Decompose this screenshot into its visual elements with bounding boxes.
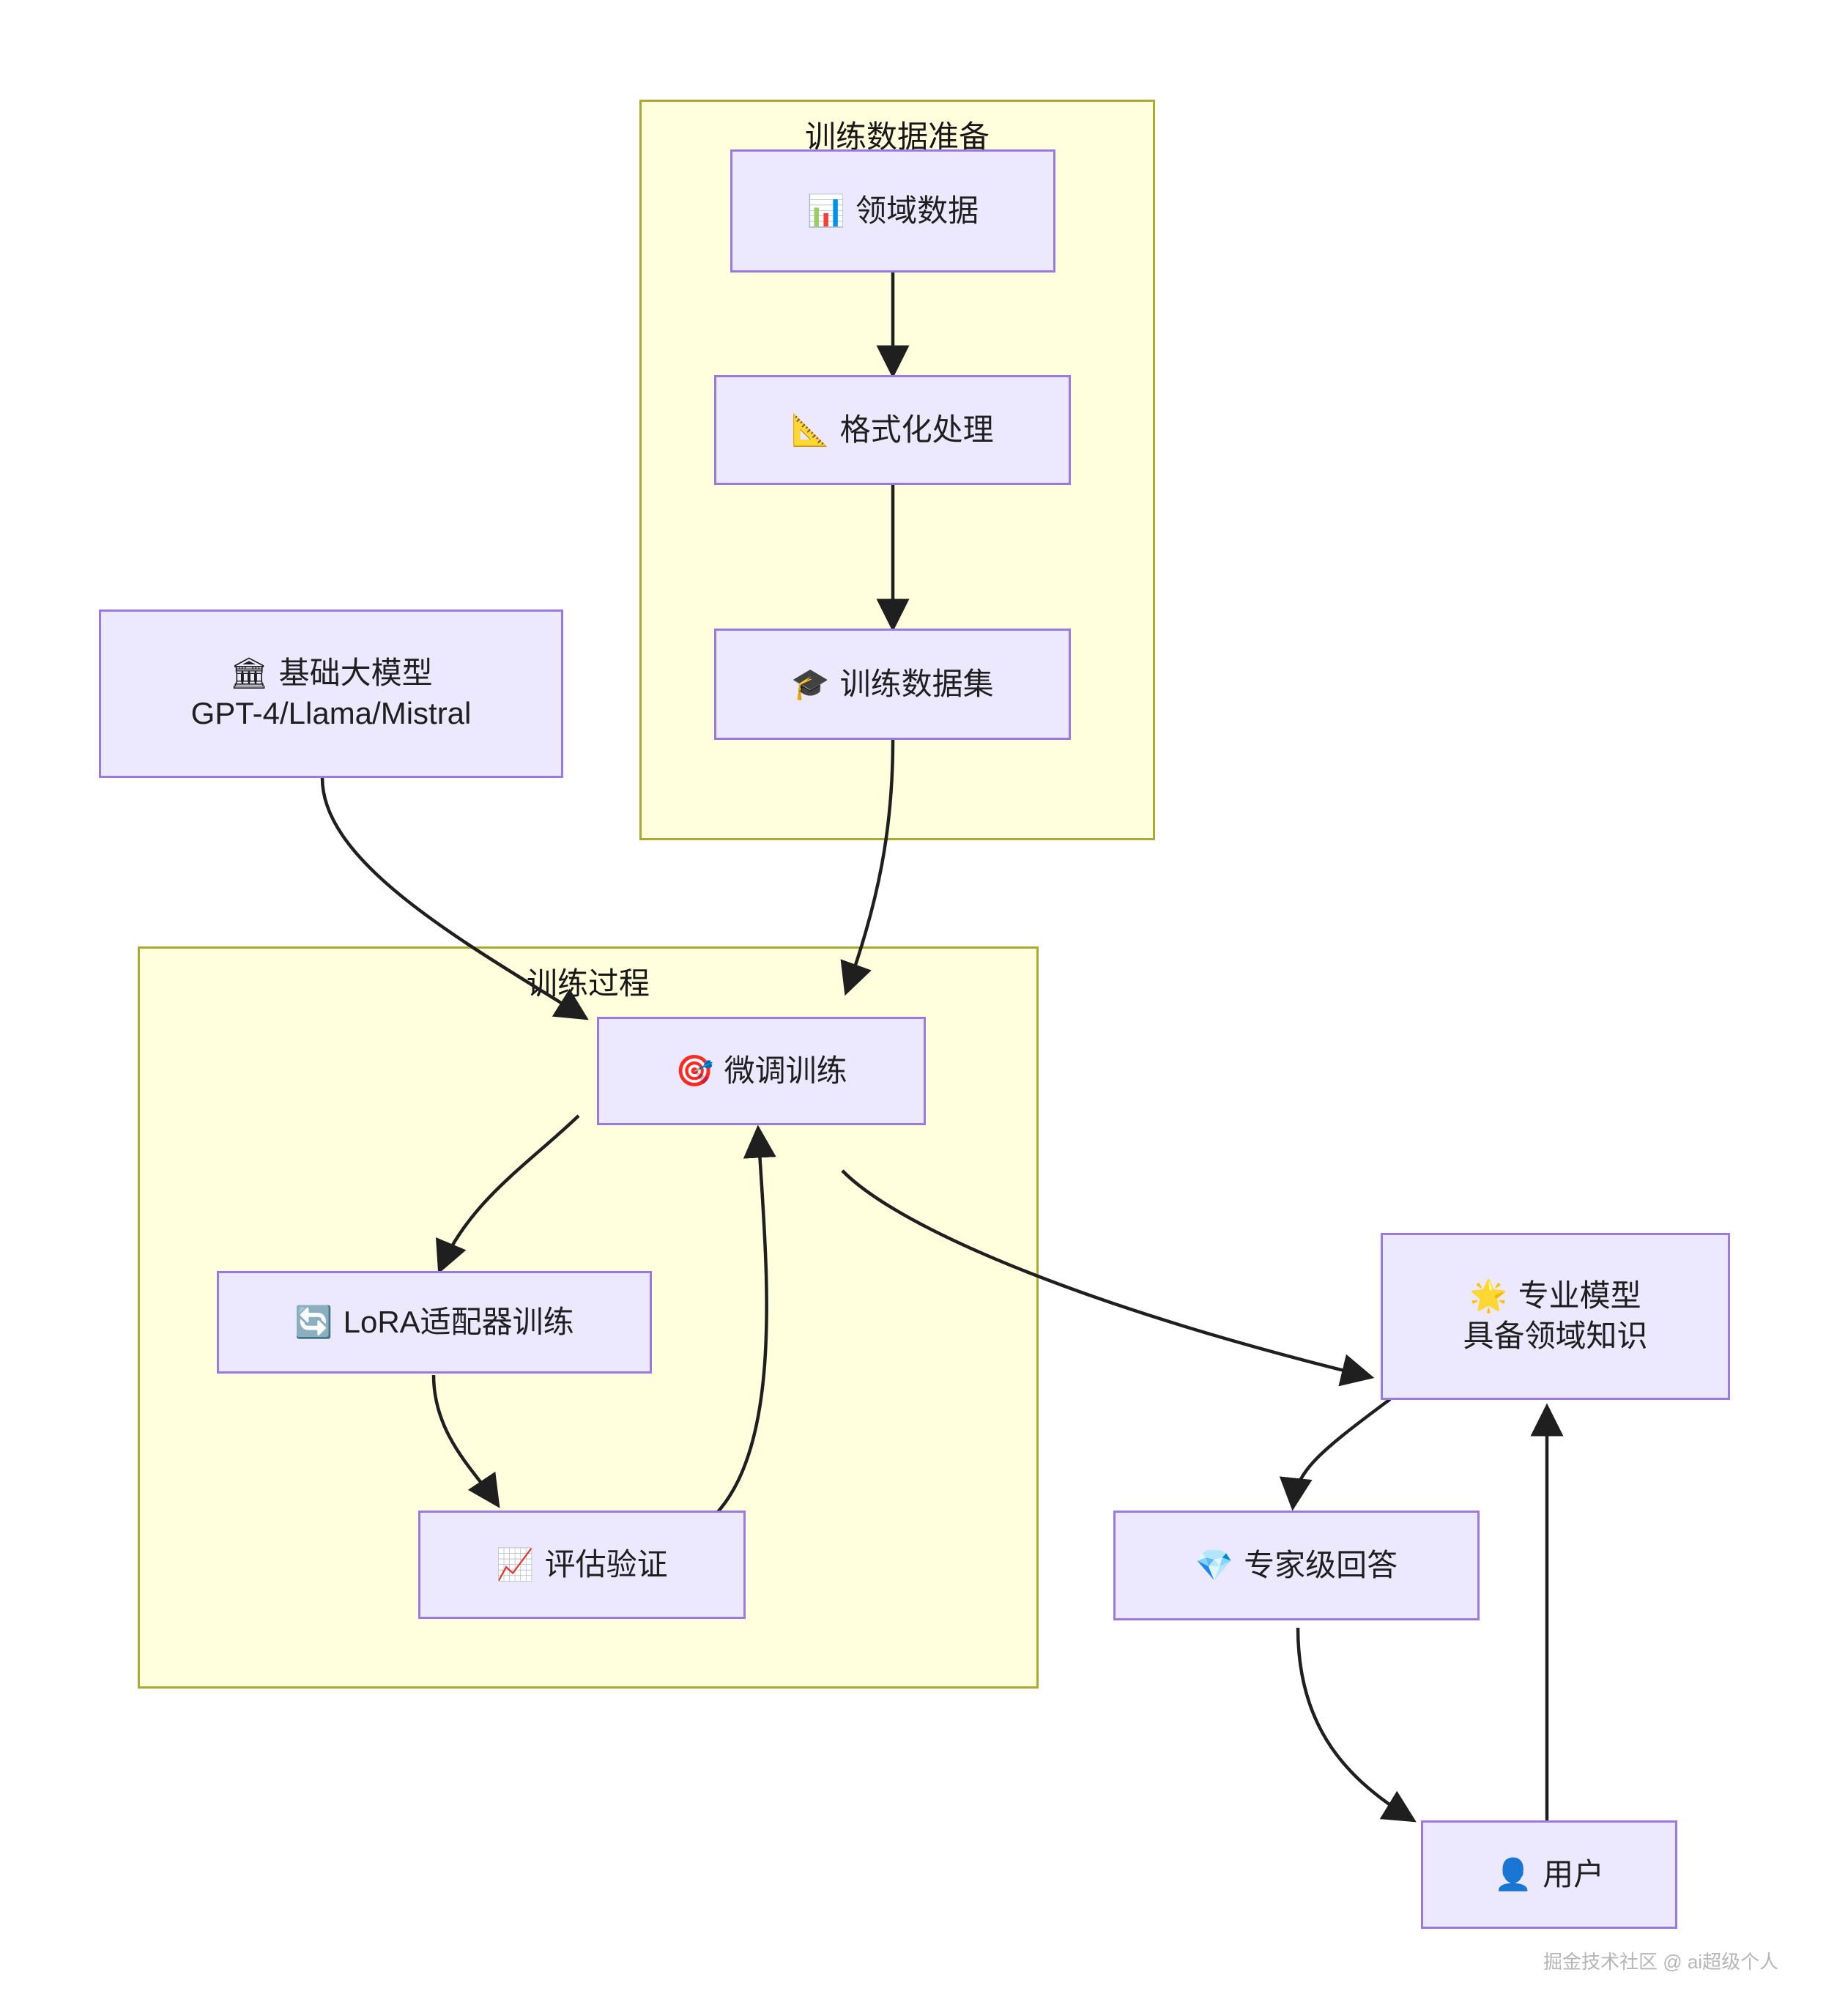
counterclockwise-arrows-icon: 🔄 — [294, 1303, 333, 1340]
node-finetune[interactable]: 🎯微调训练 — [597, 1017, 926, 1125]
node-domain-data-line-0: 📊领域数据 — [807, 191, 979, 231]
watermark-text: 掘金技术社区 @ ai超级个人 — [1543, 1951, 1779, 1973]
node-user-line-0: 👤用户 — [1494, 1855, 1604, 1895]
node-lora[interactable]: 🔄LoRA适配器训练 — [217, 1271, 652, 1374]
cluster-label-data-preparation: 训练数据准备 — [804, 119, 990, 154]
node-training-dataset[interactable]: 🎓训练数据集 — [714, 629, 1071, 740]
node-expert-model-line-1: 具备领域知识 — [1463, 1319, 1648, 1353]
node-evaluation[interactable]: 📈评估验证 — [418, 1511, 746, 1619]
node-domain-data[interactable]: 📊领域数据 — [730, 149, 1055, 273]
chart-increasing-icon: 📈 — [496, 1546, 535, 1582]
node-lora-line-0: 🔄LoRA适配器训练 — [294, 1302, 574, 1343]
classical-building-icon: 🏛 — [229, 655, 269, 692]
node-formatting[interactable]: 📐格式化处理 — [714, 375, 1071, 485]
node-training-dataset-line-0: 🎓训练数据集 — [791, 664, 993, 705]
edge-expert-model-to-expert-answer — [1279, 1398, 1392, 1511]
bar-chart-icon: 📊 — [806, 192, 846, 229]
node-user[interactable]: 👤用户 — [1421, 1820, 1677, 1929]
node-expert-model-line-0: 🌟专业模型 — [1469, 1276, 1641, 1316]
edge-expert-answer-to-user — [1296, 1627, 1417, 1823]
node-evaluation-line-0: 📈评估验证 — [496, 1545, 667, 1585]
glowing-star-icon: 🌟 — [1469, 1278, 1508, 1314]
direct-hit-icon: 🎯 — [675, 1052, 714, 1089]
gem-stone-icon: 💎 — [1195, 1546, 1234, 1583]
node-base-model[interactable]: 🏛基础大模型 GPT-4/Llama/Mistral — [99, 609, 563, 778]
node-formatting-line-0: 📐格式化处理 — [791, 410, 993, 451]
node-finetune-line-0: 🎯微调训练 — [675, 1051, 847, 1092]
bust-in-silhouette-icon: 👤 — [1493, 1856, 1533, 1892]
node-expert-answer-line-0: 💎专家级回答 — [1195, 1546, 1398, 1586]
node-expert-answer[interactable]: 💎专家级回答 — [1113, 1511, 1480, 1620]
cluster-label-training-process: 训练过程 — [526, 966, 650, 1001]
triangular-ruler-icon: 📐 — [791, 411, 830, 448]
node-base-model-line-0: 🏛基础大模型 — [229, 653, 432, 694]
graduation-cap-icon: 🎓 — [791, 665, 830, 702]
node-base-model-line-1: GPT-4/Llama/Mistral — [190, 696, 472, 730]
node-expert-model[interactable]: 🌟专业模型 具备领域知识 — [1381, 1233, 1730, 1400]
